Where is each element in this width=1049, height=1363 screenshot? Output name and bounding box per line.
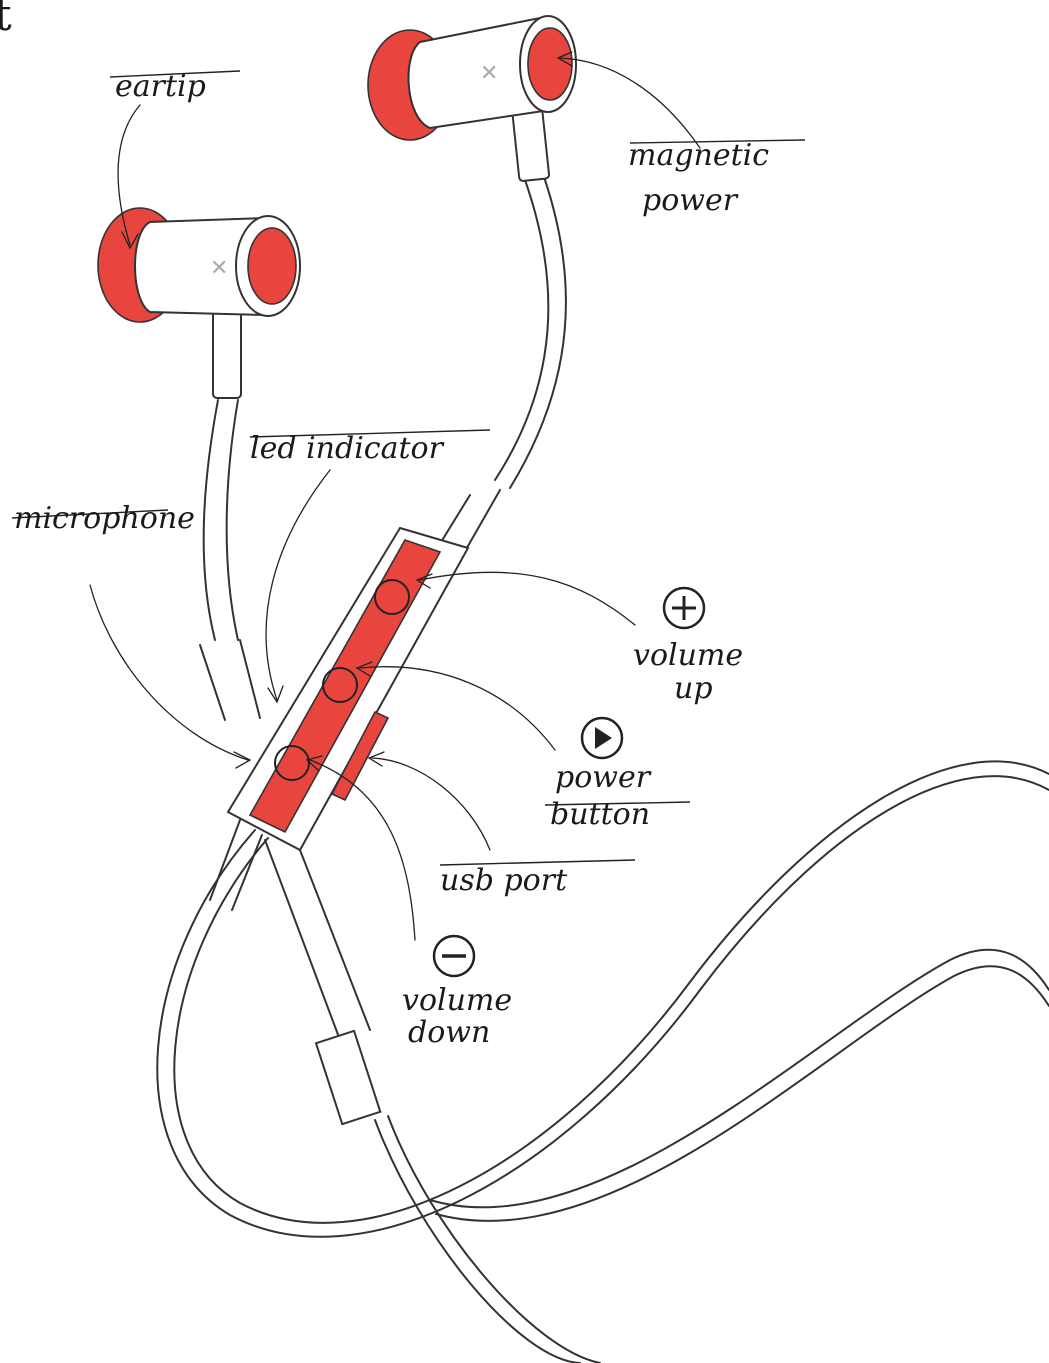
label-power-button-1: power <box>555 760 652 795</box>
cable <box>157 761 1049 1363</box>
label-volume-up-1: volume <box>633 638 743 673</box>
svg-text:✕: ✕ <box>210 256 228 281</box>
label-volume-up-2: up <box>674 671 713 706</box>
label-magnetic: magnetic <box>628 138 769 173</box>
edge-glyph: t <box>0 0 12 41</box>
play-circle-icon <box>582 718 622 758</box>
left-earbud: ✕ <box>98 208 300 640</box>
label-power-magnetic: power <box>642 183 739 218</box>
svg-text:✕: ✕ <box>480 61 498 86</box>
minus-circle-icon <box>434 936 474 976</box>
right-earbud: ✕ <box>368 16 576 488</box>
label-volume-down-1: volume <box>402 983 512 1018</box>
label-eartip: eartip <box>115 69 206 104</box>
plus-circle-icon <box>664 588 704 628</box>
label-volume-down-2: down <box>408 1015 490 1050</box>
label-microphone: microphone <box>14 501 195 536</box>
label-led-indicator: led indicator <box>250 431 445 466</box>
label-usb-port: usb port <box>440 863 568 898</box>
label-power-button-2: button <box>550 797 650 832</box>
